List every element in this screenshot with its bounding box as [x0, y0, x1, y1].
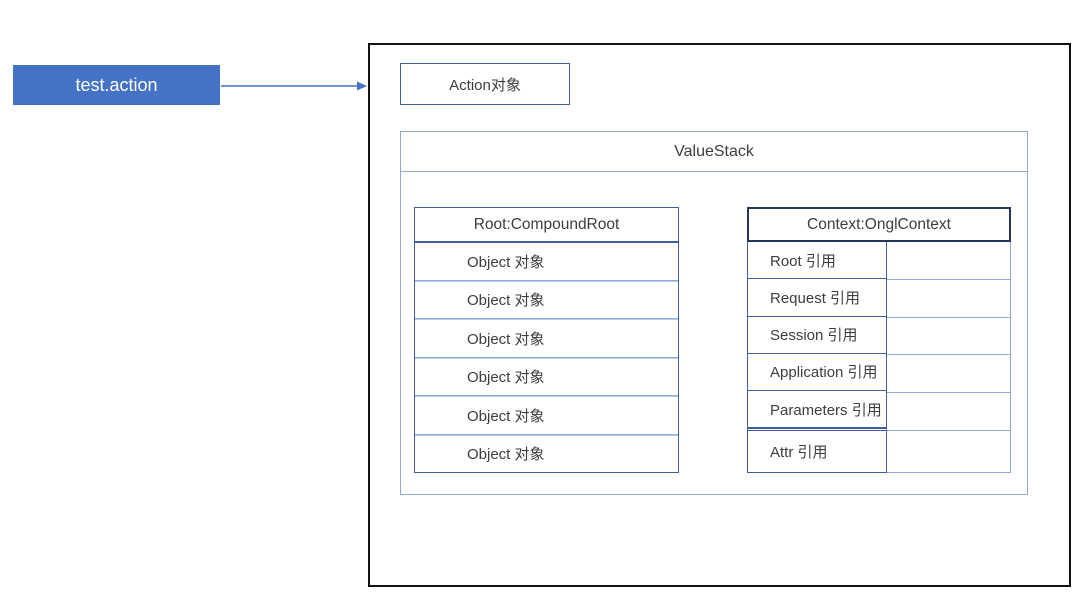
test-action-label: test.action — [75, 74, 158, 95]
root-table-row: Object 对象 — [415, 357, 678, 396]
root-table-row: Object 对象 — [415, 396, 678, 435]
context-label-cell: Root 引用 — [748, 242, 887, 280]
context-value-cell — [887, 393, 1010, 431]
context-label-cell: Session 引用 — [748, 316, 887, 354]
arrow-right-icon — [221, 81, 367, 91]
context-value-cell — [887, 279, 1010, 318]
valuestack-title: ValueStack — [401, 132, 1027, 172]
root-table-row: Object 对象 — [415, 280, 678, 319]
context-value-cell — [887, 242, 1010, 280]
action-object-label: Action对象 — [449, 76, 521, 94]
context-label-cell: Request 引用 — [748, 279, 887, 317]
context-value-cell — [887, 355, 1010, 394]
root-table-header: Root:CompoundRoot — [415, 208, 678, 243]
action-object-box: Action对象 — [400, 63, 570, 105]
context-table-header: Context:OnglContext — [747, 207, 1011, 242]
context-value-column — [887, 242, 1011, 473]
context-label-cell: Application 引用 — [748, 353, 887, 392]
test-action-box: test.action — [13, 65, 220, 105]
context-value-cell — [887, 430, 1010, 472]
root-table-row: Object 对象 — [415, 434, 678, 473]
root-table-row: Object 对象 — [415, 319, 678, 358]
context-label-cell: Attr 引用 — [748, 428, 887, 473]
root-table-row: Object 对象 — [415, 243, 678, 281]
context-value-cell — [887, 317, 1010, 356]
context-label-cell: Parameters 引用 — [748, 391, 887, 429]
